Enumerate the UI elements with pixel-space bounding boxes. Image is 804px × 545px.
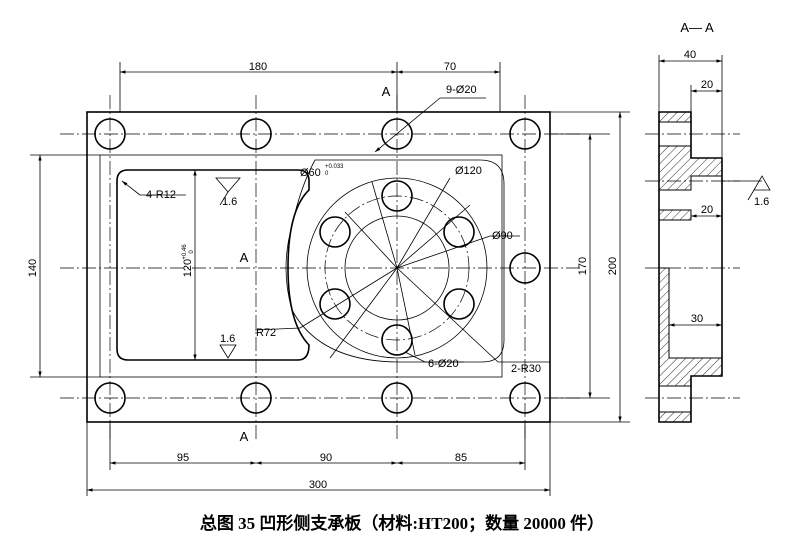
label-r72: R72	[256, 327, 276, 339]
dim-90: 90	[320, 452, 332, 464]
label-corner-radii: 4-R12	[146, 189, 176, 201]
pcd-hole	[319, 288, 351, 320]
section-view: A— A 40 20 20 30	[645, 20, 771, 423]
hole	[509, 382, 541, 414]
label-6-holes: 6-Ø20	[428, 358, 459, 370]
circle-120-pcd	[324, 195, 470, 341]
label-9-holes: 9-Ø20	[446, 84, 477, 96]
hole	[381, 118, 413, 150]
circle-90	[344, 215, 450, 321]
label-circle-120: Ø120	[455, 165, 482, 177]
roughness-symbol-section	[722, 175, 771, 201]
section-mark-bottom: A	[240, 429, 249, 444]
section-dim-20a: 20	[701, 79, 713, 91]
dim-140: 140	[27, 259, 39, 277]
holes-9	[94, 118, 541, 414]
front-view: 180 70 95 90 85 300 140 170 200 120 +0.4…	[27, 61, 630, 496]
pcd-hole	[381, 180, 413, 212]
label-bore-60-tol-low: 0	[325, 171, 329, 177]
hole	[94, 382, 126, 414]
dim-200: 200	[607, 257, 619, 275]
label-2-r30: 2-R30	[511, 363, 541, 375]
section-dim-40: 40	[684, 49, 696, 61]
dim-95: 95	[177, 452, 189, 464]
label-bore-60-tol: +0.033	[325, 164, 344, 170]
hole	[94, 118, 126, 150]
hole	[381, 382, 413, 414]
dim-85: 85	[455, 452, 467, 464]
pcd-hole	[319, 216, 351, 248]
hole	[240, 382, 272, 414]
circle-outer-boss	[306, 177, 488, 359]
roughness-bottom-value: 1.6	[220, 333, 235, 345]
pocket-outline	[116, 169, 310, 361]
label-circle-90: Ø90	[492, 230, 513, 242]
section-title: A— A	[680, 20, 714, 35]
dim-180: 180	[249, 61, 267, 73]
figure-caption: 总图 35 凹形侧支承板（材料:HT200；数量 20000 件）	[199, 514, 605, 533]
section-dim-20b: 20	[701, 204, 713, 216]
dim-120-tol: +0.46	[182, 244, 188, 260]
dim-70: 70	[444, 61, 456, 73]
hole	[240, 118, 272, 150]
roughness-top-value: 1.6	[222, 196, 237, 208]
section-mark-top: A	[382, 84, 391, 99]
pcd-hole	[443, 288, 475, 320]
section-mark-mid: A	[240, 250, 249, 265]
section-dim-30: 30	[691, 313, 703, 325]
dim-300: 300	[309, 479, 327, 491]
hole	[509, 118, 541, 150]
label-bore-60: Ø60	[300, 167, 321, 179]
dim-120-tol-low: 0	[189, 250, 195, 254]
recess-outline	[99, 154, 503, 378]
boss-outline	[285, 159, 505, 363]
radial-leaders	[299, 177, 499, 363]
hole	[509, 252, 541, 284]
roughness-symbol-bottom	[219, 344, 237, 359]
roughness-section-value: 1.6	[754, 196, 769, 208]
dim-120: 120	[182, 259, 194, 277]
roughness-symbol-top	[215, 177, 241, 206]
plate-outline	[86, 111, 551, 423]
dim-170: 170	[577, 257, 589, 275]
